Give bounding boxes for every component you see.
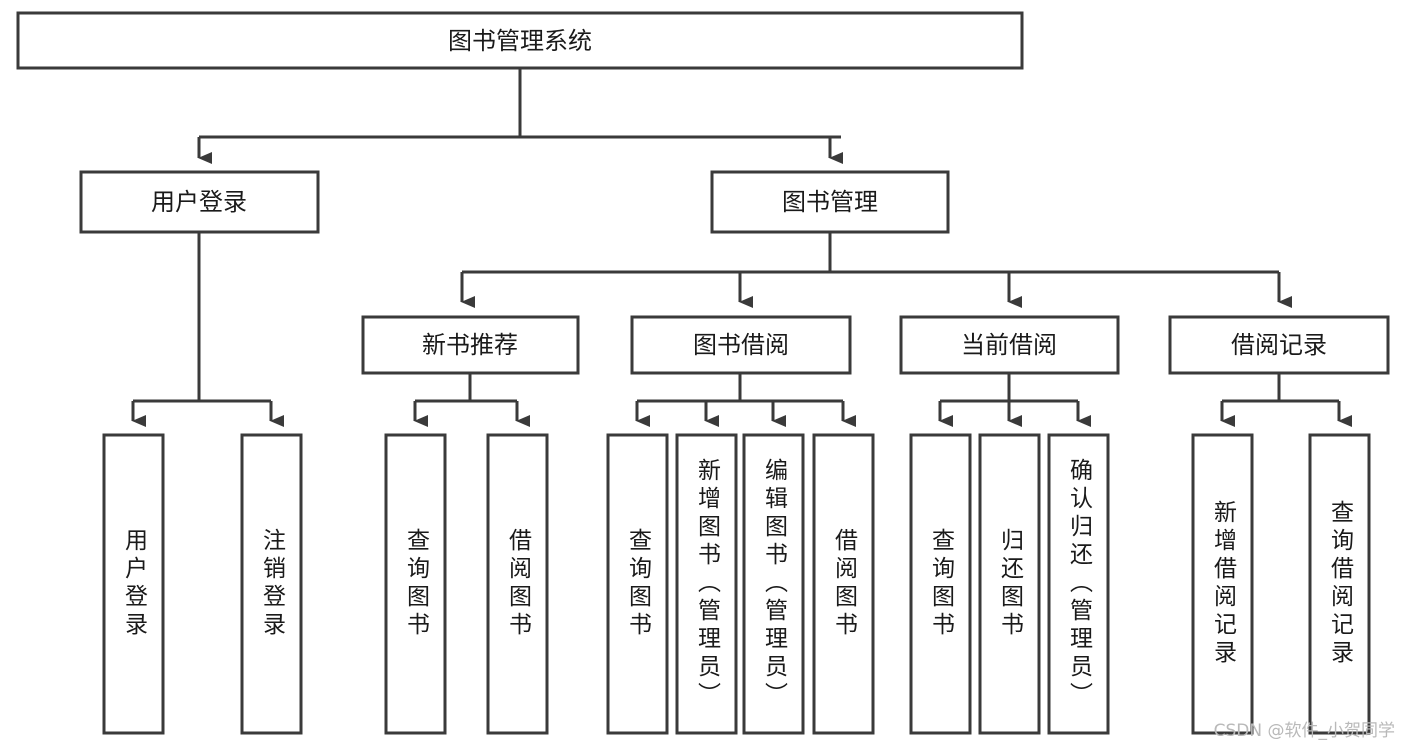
- node-leaf-logout-box[interactable]: [240, 433, 303, 735]
- node-user-login-label: 用户登录: [151, 188, 247, 216]
- node-root-box[interactable]: [16, 11, 1024, 70]
- node-leaf-confirm-return-label: 确认归还（管理员）: [1066, 458, 1094, 710]
- node-borrow-record[interactable]: 借阅记录: [1168, 315, 1390, 375]
- node-leaf-query-book-3[interactable]: 查询图书: [909, 433, 972, 735]
- connector-root-to-level2: [197, 68, 843, 164]
- node-leaf-add-book-box[interactable]: [675, 433, 738, 735]
- node-new-book-rec-box[interactable]: [361, 315, 580, 375]
- node-user-login-box[interactable]: [79, 170, 320, 234]
- node-leaf-user-login-box[interactable]: [102, 433, 165, 735]
- node-leaf-add-record-box[interactable]: [1191, 433, 1254, 735]
- node-leaf-add-record[interactable]: 新增借阅记录: [1191, 433, 1254, 735]
- connector-bookborrow-to-leaves: [635, 373, 856, 427]
- connector-bookmanage-to-level3: [460, 232, 1292, 308]
- node-root-label: 图书管理系统: [448, 27, 592, 55]
- node-leaf-return-book-box[interactable]: [978, 433, 1041, 735]
- node-leaf-user-login[interactable]: 用户登录: [102, 433, 165, 735]
- node-book-manage-label: 图书管理: [782, 188, 878, 216]
- node-leaf-add-record-label: 新增借阅记录: [1210, 500, 1238, 668]
- node-leaf-query-record-box[interactable]: [1308, 433, 1371, 735]
- node-leaf-query-record[interactable]: 查询借阅记录: [1308, 433, 1371, 735]
- node-book-borrow-label: 图书借阅: [693, 331, 789, 359]
- connector-currentborrow-to-leaves: [938, 373, 1091, 427]
- node-leaf-return-book[interactable]: 归还图书: [978, 433, 1041, 735]
- connector-borrowrecord-to-leaves: [1220, 373, 1352, 427]
- connector-userlogin-to-leaves: [131, 232, 284, 427]
- node-borrow-record-box[interactable]: [1168, 315, 1390, 375]
- node-current-borrow-label: 当前借阅: [961, 331, 1057, 359]
- node-leaf-edit-book-label: 编辑图书（管理员）: [761, 458, 789, 710]
- node-leaf-borrow-book-1-label: 借阅图书: [505, 528, 533, 640]
- node-new-book-rec[interactable]: 新书推荐: [361, 315, 580, 375]
- node-leaf-edit-book[interactable]: 编辑图书（管理员）: [742, 433, 805, 735]
- node-leaf-borrow-book-1-box[interactable]: [486, 433, 549, 735]
- node-leaf-confirm-return[interactable]: 确认归还（管理员）: [1047, 433, 1110, 735]
- node-leaf-borrow-book-2-box[interactable]: [812, 433, 875, 735]
- node-root[interactable]: 图书管理系统: [16, 11, 1024, 70]
- node-current-borrow[interactable]: 当前借阅: [899, 315, 1120, 375]
- node-borrow-record-label: 借阅记录: [1231, 331, 1327, 359]
- node-leaf-add-book-label: 新增图书（管理员）: [694, 458, 722, 710]
- node-leaf-query-record-label: 查询借阅记录: [1327, 500, 1355, 668]
- node-leaf-logout-label: 注销登录: [259, 528, 287, 640]
- node-leaf-add-book[interactable]: 新增图书（管理员）: [675, 433, 738, 735]
- connector-newbookrec-to-leaves: [413, 373, 530, 427]
- node-leaf-query-book-2-box[interactable]: [606, 433, 669, 735]
- node-book-borrow[interactable]: 图书借阅: [630, 315, 852, 375]
- node-leaf-logout[interactable]: 注销登录: [240, 433, 303, 735]
- node-leaf-query-book-1-label: 查询图书: [403, 528, 431, 640]
- node-leaf-borrow-book-2-label: 借阅图书: [831, 528, 859, 640]
- node-book-manage[interactable]: 图书管理: [710, 170, 950, 234]
- node-leaf-query-book-3-box[interactable]: [909, 433, 972, 735]
- node-new-book-rec-label: 新书推荐: [422, 331, 518, 359]
- node-leaf-query-book-1[interactable]: 查询图书: [384, 433, 447, 735]
- node-book-manage-box[interactable]: [710, 170, 950, 234]
- node-leaf-query-book-1-box[interactable]: [384, 433, 447, 735]
- node-leaf-query-book-2[interactable]: 查询图书: [606, 433, 669, 735]
- node-leaf-user-login-label: 用户登录: [121, 528, 149, 640]
- node-leaf-confirm-return-box[interactable]: [1047, 433, 1110, 735]
- node-user-login[interactable]: 用户登录: [79, 170, 320, 234]
- node-leaf-query-book-2-label: 查询图书: [625, 528, 653, 640]
- node-leaf-borrow-book-1[interactable]: 借阅图书: [486, 433, 549, 735]
- node-leaf-borrow-book-2[interactable]: 借阅图书: [812, 433, 875, 735]
- node-book-borrow-box[interactable]: [630, 315, 852, 375]
- node-leaf-edit-book-box[interactable]: [742, 433, 805, 735]
- node-leaf-return-book-label: 归还图书: [997, 528, 1025, 640]
- node-leaf-query-book-3-label: 查询图书: [928, 528, 956, 640]
- node-current-borrow-box[interactable]: [899, 315, 1120, 375]
